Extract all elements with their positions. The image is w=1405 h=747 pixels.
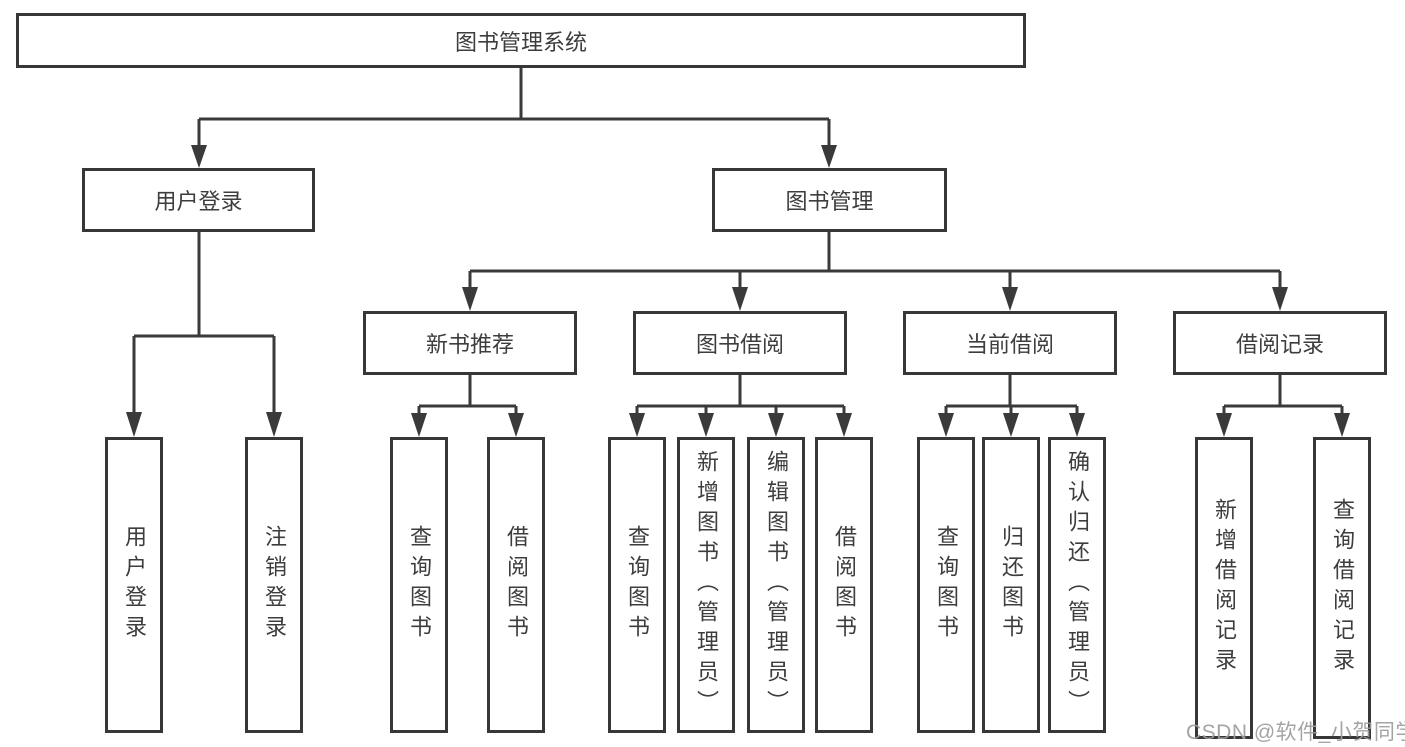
- leaf-borrowing-borrow-books-label: 借阅图书: [832, 525, 857, 645]
- leaf-current-return-books-label: 归还图书: [999, 525, 1024, 645]
- node-book-borrowing: 图书借阅: [633, 311, 847, 375]
- leaf-current-query-books: 查询图书: [917, 437, 975, 733]
- node-current-borrowing-label: 当前借阅: [965, 332, 1054, 357]
- leaf-borrowing-edit-books-admin: 编辑图书（管理员）: [747, 437, 805, 733]
- leaf-borrowing-borrow-books: 借阅图书: [815, 437, 873, 733]
- leaf-borrowing-query-books-label: 查询图书: [625, 525, 650, 645]
- leaf-current-query-books-label: 查询图书: [934, 525, 959, 645]
- leaf-newbook-query-books-label: 查询图书: [407, 525, 432, 645]
- leaf-records-add-record: 新增借阅记录: [1195, 437, 1253, 739]
- node-new-book-recommend: 新书推荐: [363, 311, 577, 375]
- leaf-user-login-label: 用户登录: [122, 525, 147, 645]
- leaf-logout: 注销登录: [245, 437, 303, 733]
- connector-newbook-to-leaves: [417, 375, 518, 418]
- connector-userlogin-to-leaves: [132, 232, 276, 418]
- node-borrowing-records-label: 借阅记录: [1235, 332, 1324, 357]
- leaf-current-confirm-return-admin: 确认归还（管理员）: [1048, 437, 1106, 733]
- node-new-book-recommend-label: 新书推荐: [425, 332, 514, 357]
- leaf-borrowing-query-books: 查询图书: [608, 437, 666, 733]
- leaf-records-query-record: 查询借阅记录: [1313, 437, 1371, 739]
- leaf-newbook-borrow-books: 借阅图书: [487, 437, 545, 733]
- leaf-user-login: 用户登录: [105, 437, 163, 733]
- connector-current-to-leaves: [944, 375, 1079, 418]
- leaf-borrowing-edit-books-admin-label: 编辑图书（管理员）: [764, 450, 789, 720]
- node-book-borrowing-label: 图书借阅: [695, 332, 784, 357]
- connector-borrow-to-leaves: [635, 375, 846, 418]
- leaf-borrowing-add-books-admin-label: 新增图书（管理员）: [694, 450, 719, 720]
- node-current-borrowing: 当前借阅: [903, 311, 1117, 375]
- node-user-login: 用户登录: [82, 168, 315, 232]
- leaf-current-confirm-return-admin-label: 确认归还（管理员）: [1065, 450, 1090, 720]
- leaf-newbook-query-books: 查询图书: [390, 437, 448, 733]
- connector-records-to-leaves: [1222, 375, 1344, 418]
- node-borrowing-records: 借阅记录: [1173, 311, 1387, 375]
- leaf-records-query-record-label: 查询借阅记录: [1330, 498, 1355, 678]
- arrowheads: [126, 145, 1350, 437]
- leaf-logout-label: 注销登录: [262, 525, 287, 645]
- leaf-newbook-borrow-books-label: 借阅图书: [504, 525, 529, 645]
- leaf-current-return-books: 归还图书: [982, 437, 1040, 733]
- connector-root-to-level2: [197, 68, 831, 150]
- leaf-records-add-record-label: 新增借阅记录: [1212, 498, 1237, 678]
- node-root-label: 图书管理系统: [454, 29, 587, 55]
- connector-bookmgmt-to-level3: [468, 232, 1282, 292]
- node-book-management-label: 图书管理: [785, 189, 874, 214]
- node-user-login-label: 用户登录: [154, 189, 243, 214]
- node-root: 图书管理系统: [16, 13, 1026, 68]
- node-book-management: 图书管理: [712, 168, 947, 232]
- leaf-borrowing-add-books-admin: 新增图书（管理员）: [677, 437, 735, 733]
- csdn-watermark: CSDN @软件_小贺同学: [1186, 721, 1405, 744]
